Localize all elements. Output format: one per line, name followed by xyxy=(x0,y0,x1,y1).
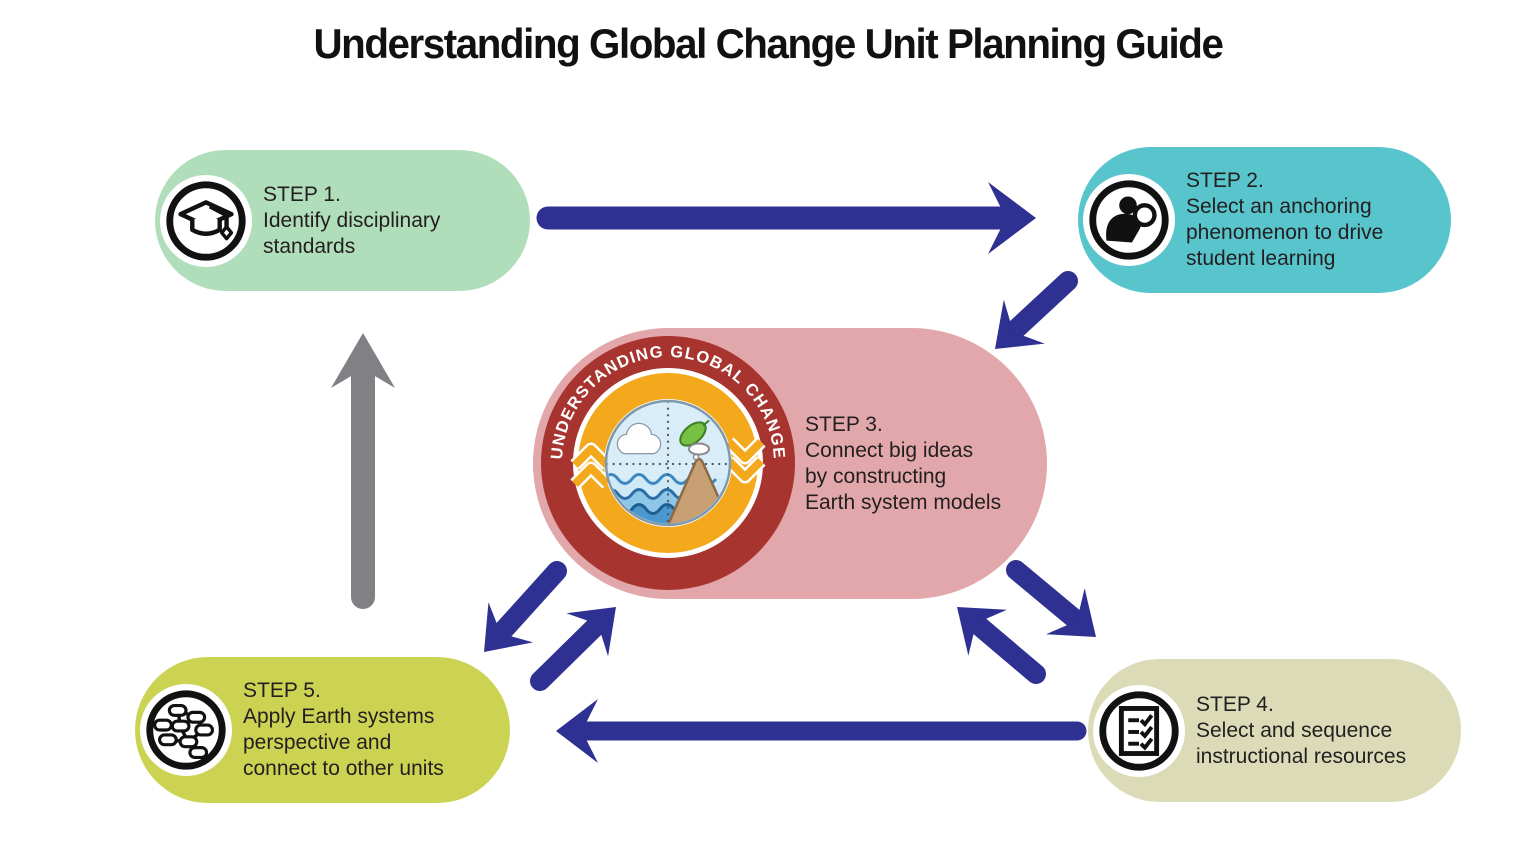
step-2-label: STEP 2. xyxy=(1186,169,1264,192)
concept-map-icon xyxy=(139,683,233,777)
step-5-label: STEP 5. xyxy=(243,679,321,702)
step-4-card: STEP 4. Select and sequence instructiona… xyxy=(1088,659,1461,802)
arrow-step4-to-step5 xyxy=(556,699,1087,763)
page-title: Understanding Global Change Unit Plannin… xyxy=(313,20,1224,67)
step-4-text: STEP 4. Select and sequence instructiona… xyxy=(1196,692,1407,768)
step-5-text: STEP 5. Apply Earth systems perspective … xyxy=(243,679,444,780)
arrow-step5-to-step1 xyxy=(331,333,395,609)
step-3-card: UNDERSTANDING GLOBAL CHANGE xyxy=(533,328,1047,599)
step-2-text: STEP 2. Select an anchoring phenomenon t… xyxy=(1186,169,1384,270)
arrow-step1-to-step2 xyxy=(536,182,1036,254)
arrow-step5-to-step3 xyxy=(530,607,616,691)
observe-magnifier-icon xyxy=(1082,173,1176,267)
step-5-card: STEP 5. Apply Earth systems perspective … xyxy=(135,657,510,803)
crosshair-dotted-lines xyxy=(607,402,729,524)
cycle-chevrons xyxy=(570,437,766,489)
step-4-label: STEP 4. xyxy=(1196,692,1274,716)
leaf-icon xyxy=(679,419,710,447)
step-1-card: STEP 1. Identify disciplinary standards xyxy=(155,150,530,291)
step-3-label: STEP 3. xyxy=(805,412,883,436)
checklist-icon xyxy=(1092,684,1186,777)
cloud-icon xyxy=(616,422,662,455)
arrow-step3-to-step4 xyxy=(1006,560,1096,637)
graduation-cap-icon xyxy=(159,174,253,267)
ugc-logo: UNDERSTANDING GLOBAL CHANGE xyxy=(541,336,795,590)
step-1-label: STEP 1. xyxy=(263,182,341,206)
arrow-step4-to-step3 xyxy=(957,607,1046,684)
step-3-text: STEP 3. Connect big ideas by constructin… xyxy=(805,412,1002,514)
step-1-text: STEP 1. Identify disciplinary standards xyxy=(263,182,441,258)
step-2-card: STEP 2. Select an anchoring phenomenon t… xyxy=(1078,147,1451,293)
